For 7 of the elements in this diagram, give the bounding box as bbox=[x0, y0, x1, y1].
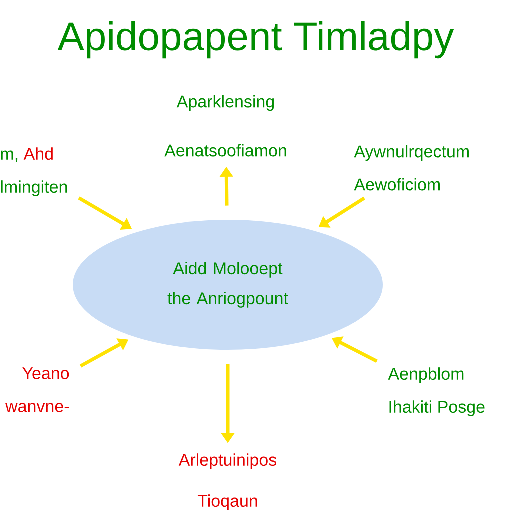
text-label: m, Ahd lmingiten bbox=[1, 148, 68, 196]
text-label: Yeano wanvne- bbox=[6, 368, 70, 412]
title: Apidopapent Timladpy bbox=[58, 21, 454, 59]
text-label: Aenpblom Ihakiti Posge bbox=[388, 368, 485, 416]
text-label: Arleptuinipos Tioqaun bbox=[178, 454, 276, 510]
text-label: Aywnulrqectum Aewoficiom bbox=[354, 145, 469, 191]
text-label: Aparklensing Aenatsoofiamon bbox=[164, 95, 286, 157]
